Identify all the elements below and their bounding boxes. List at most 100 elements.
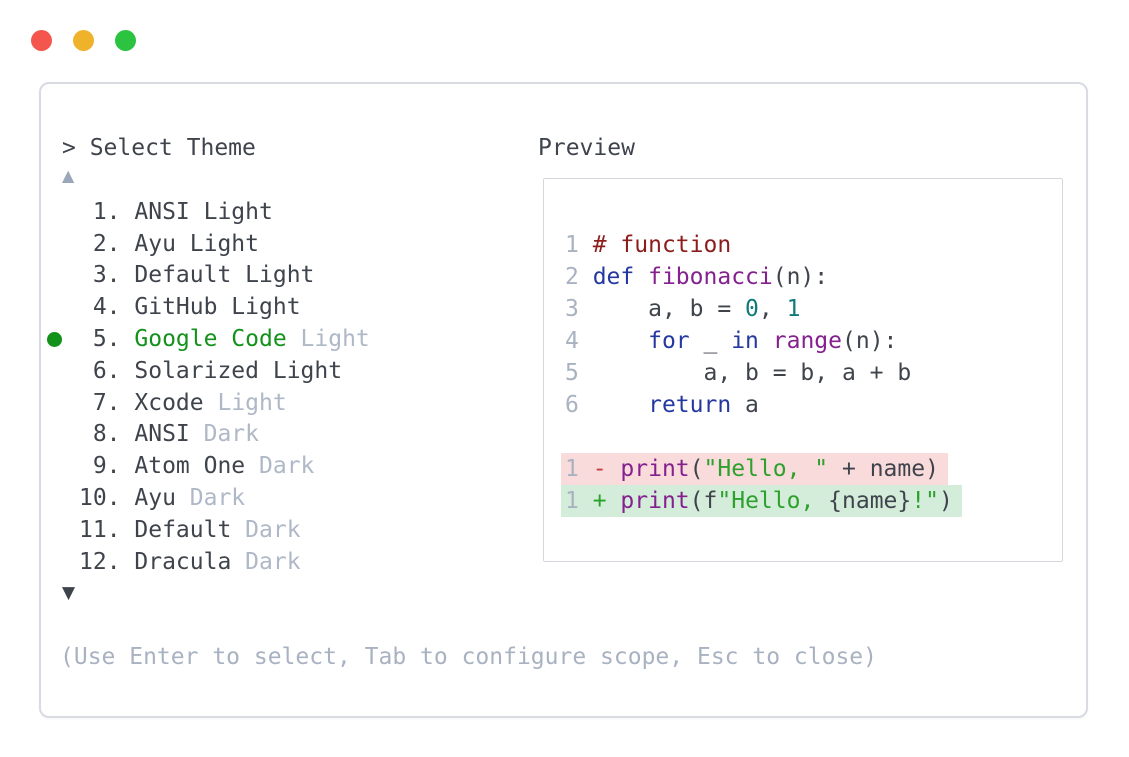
theme-list-item[interactable]: 7. Xcode Light: [44, 387, 546, 419]
line-number: 5: [565, 360, 579, 386]
code-token-plain: (n):: [772, 264, 829, 290]
theme-list-item[interactable]: 5. Google Code Light: [44, 323, 546, 355]
item-name: ANSI: [134, 421, 190, 448]
code-token-plain: (n):: [842, 328, 898, 354]
minimize-button[interactable]: [73, 30, 94, 51]
diff-line-added: 1+ print(f"Hello, {name}!"): [561, 485, 1062, 517]
item-name: GitHub Light: [134, 294, 301, 321]
blank-line: [565, 421, 1062, 453]
item-number: 10.: [79, 485, 121, 512]
code-line: 6 return a: [565, 389, 1062, 421]
item-variant: Dark: [245, 516, 301, 543]
item-number: 12.: [79, 548, 121, 575]
theme-list-item[interactable]: 3. Default Light: [44, 260, 546, 292]
line-number: 1: [565, 488, 579, 514]
item-number: 11.: [79, 516, 121, 543]
code-token-plain: [607, 488, 621, 514]
code-token-plain: (: [689, 456, 704, 482]
diff-highlight-added: 1+ print(f"Hello, {name}!"): [561, 485, 962, 517]
close-button[interactable]: [31, 30, 52, 51]
code-token-plain: [607, 456, 621, 482]
code-token-function: print: [620, 456, 690, 482]
item-number: 4.: [92, 294, 121, 321]
code-token-plain: _: [689, 328, 732, 354]
theme-list-item[interactable]: 12. Dracula Dark: [44, 546, 546, 578]
code-token-string: "Hello, ": [703, 456, 829, 482]
diff-line-removed: 1- print("Hello, " + name): [561, 453, 1062, 485]
window-controls: [31, 30, 136, 51]
selection-indicator: [44, 236, 79, 251]
theme-list-item[interactable]: 9. Atom One Dark: [44, 450, 546, 482]
item-name: Dracula: [134, 548, 232, 575]
theme-list-item[interactable]: 1. ANSI Light: [44, 196, 546, 228]
line-number: 1: [565, 232, 579, 258]
item-variant: Dark: [189, 485, 246, 512]
code-token-comment: # function: [592, 232, 732, 258]
item-number: 6.: [92, 357, 121, 384]
line-number: 3: [565, 296, 579, 322]
code-token-plain: a, b =: [592, 296, 746, 322]
code-line: 1 # function: [565, 229, 1062, 261]
line-number: 6: [565, 392, 579, 418]
help-text: (Use Enter to select, Tab to configure s…: [60, 644, 877, 670]
code-token-plain: [593, 328, 648, 354]
scroll-up-icon[interactable]: ▲: [62, 166, 75, 185]
item-name: Atom One: [134, 453, 246, 480]
selection-indicator: [44, 554, 79, 569]
code-line: 3 a, b = 0, 1: [565, 293, 1062, 325]
code-token-diff_plus: +: [592, 488, 607, 514]
code-token-keyword: for: [648, 328, 690, 354]
item-name: Default Light: [134, 262, 315, 289]
code-token-function: fibonacci: [648, 264, 773, 290]
selected-dot-icon: [47, 331, 62, 347]
item-number: 3.: [92, 262, 121, 289]
selection-indicator: [44, 331, 79, 347]
theme-list-item[interactable]: 10. Ayu Dark: [44, 482, 546, 514]
code-token-string: "Hello,: [717, 488, 829, 514]
code-token-string: !": [911, 488, 939, 514]
line-number: 4: [565, 328, 579, 354]
selection-indicator: [44, 204, 79, 219]
code-line: 5 a, b = b, a + b: [565, 357, 1062, 389]
code-token-plain: {name}: [828, 488, 912, 514]
selection-indicator: [44, 395, 79, 410]
code-token-keyword: return: [648, 392, 732, 418]
code-token-number: 0: [745, 296, 759, 322]
zoom-button[interactable]: [115, 30, 136, 51]
select-theme-prompt: > Select Theme: [62, 135, 256, 161]
item-name: Ayu Light: [134, 230, 259, 257]
theme-list-item[interactable]: 4. GitHub Light: [44, 291, 546, 323]
item-number: 8.: [92, 421, 121, 448]
theme-list-item[interactable]: 6. Solarized Light: [44, 355, 546, 387]
item-name: Google Code: [134, 326, 287, 353]
selection-indicator: [44, 363, 79, 378]
item-variant: Dark: [245, 548, 301, 575]
code-token-keyword: in: [731, 328, 759, 354]
item-name: Default: [134, 516, 232, 543]
theme-list-item[interactable]: 8. ANSI Dark: [44, 419, 546, 451]
line-number: 1: [565, 456, 579, 482]
scroll-down-icon[interactable]: ▼: [62, 583, 76, 603]
code-line: 4 for _ in range(n):: [565, 325, 1062, 357]
code-token-plain: (f: [689, 488, 718, 514]
item-number: 1.: [92, 198, 121, 225]
code-token-function: print: [620, 488, 690, 514]
item-number: 7.: [92, 389, 121, 416]
theme-list-item[interactable]: 2. Ayu Light: [44, 228, 546, 260]
code-token-plain: [634, 264, 648, 290]
item-variant: Light: [217, 389, 287, 416]
item-name: Ayu: [134, 485, 176, 512]
item-number: 5.: [92, 326, 121, 353]
item-variant: Light: [300, 326, 370, 353]
item-variant: Dark: [259, 453, 315, 480]
selection-indicator: [44, 459, 79, 474]
theme-list-item[interactable]: 11. Default Dark: [44, 514, 546, 546]
code-token-plain: a, b = b, a + b: [592, 360, 912, 386]
selection-indicator: [44, 268, 79, 283]
code-token-plain: [593, 392, 648, 418]
code-token-plain: + name): [828, 456, 939, 482]
item-name: Solarized Light: [134, 357, 343, 384]
theme-picker-panel: > Select Theme Preview ▲ 1. ANSI Light 2…: [39, 82, 1088, 718]
